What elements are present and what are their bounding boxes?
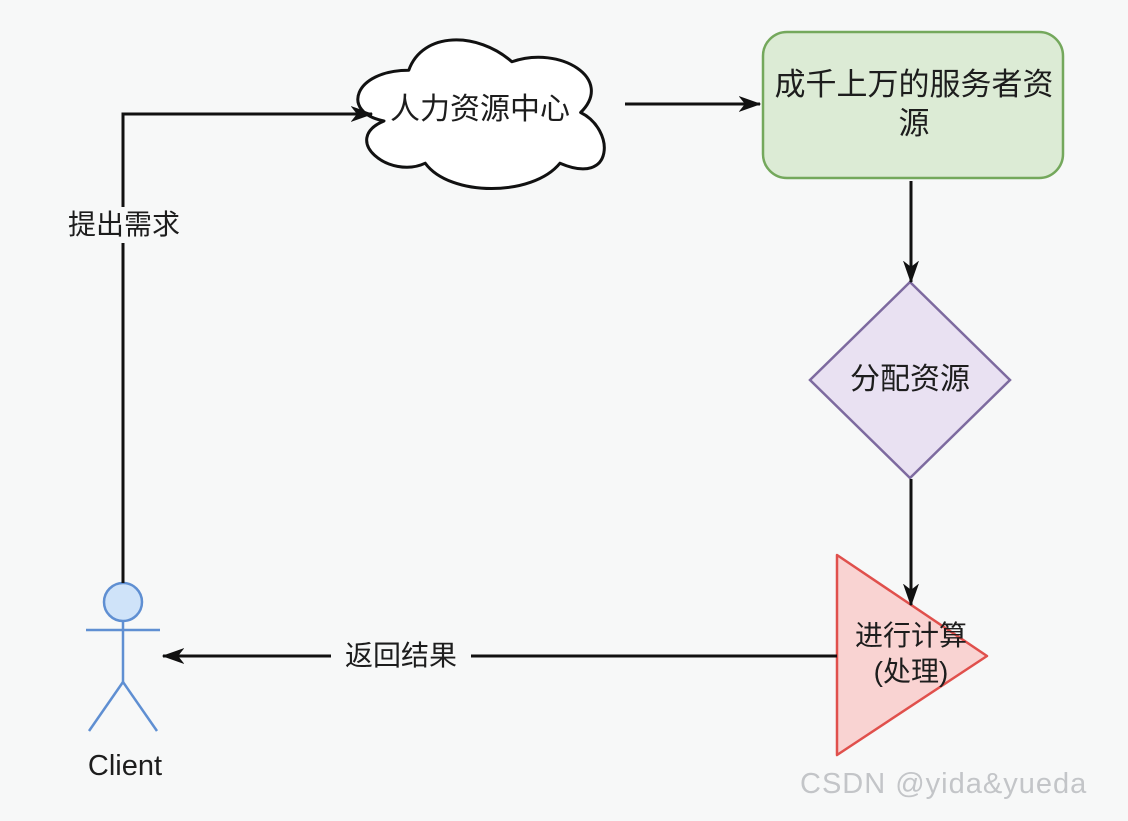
client-label: Client	[87, 750, 163, 782]
edge-return-label: 返回结果	[331, 638, 471, 674]
watermark: CSDN @yida&yueda	[800, 768, 1088, 800]
compute-label: 进行计算 (处理)	[854, 620, 967, 688]
hr-center-label: 人力资源中心	[390, 93, 570, 126]
allocate-resources-diamond	[808, 280, 1012, 480]
edge-client-to-cloud	[121, 114, 372, 583]
client-stick-figure	[86, 581, 160, 732]
server-resources-label: 成千上万的服务者资源	[774, 67, 1054, 141]
client-leg-left	[87, 681, 125, 732]
hr-center-cloud-shape	[356, 38, 606, 190]
edge-request-label: 提出需求	[62, 207, 186, 243]
client-leg-right	[121, 681, 159, 732]
allocate-resources-label: 分配资源	[850, 363, 970, 396]
client-head	[102, 581, 144, 623]
server-resources-box	[761, 30, 1065, 180]
